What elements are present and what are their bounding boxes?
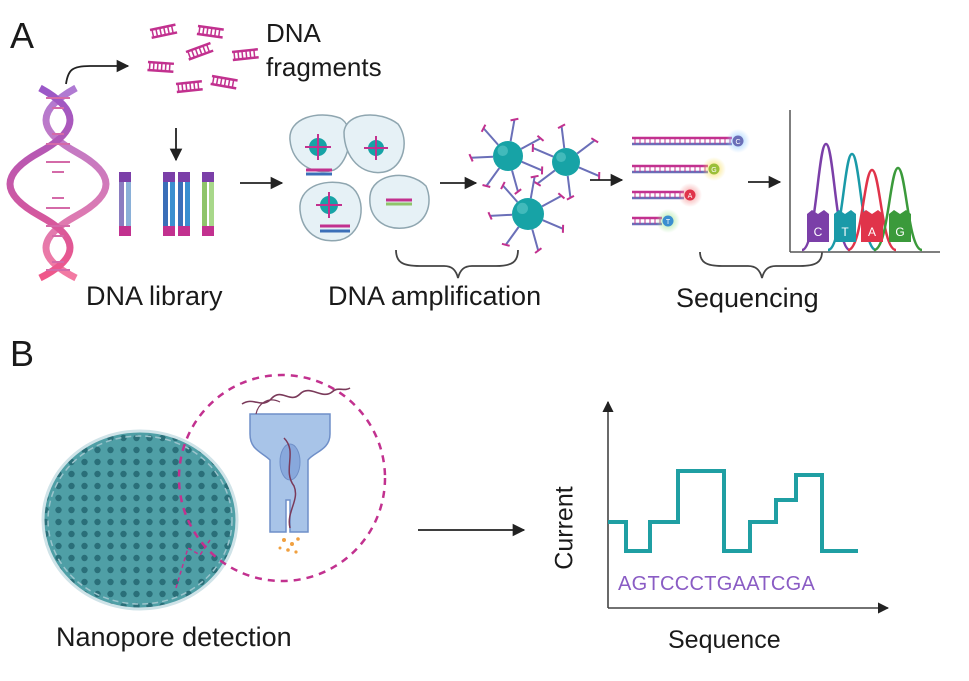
sequencing-tag-label: T (666, 219, 671, 226)
brace-amplification (396, 250, 518, 278)
sequencing-strand: G (632, 157, 726, 181)
base-box-label: G (895, 225, 904, 239)
sequencing-strand: A (632, 183, 702, 207)
panel-label-a: A (10, 18, 34, 54)
sequencing-strands-icon: C G A T (632, 129, 750, 233)
sequencing-tag-label: C (735, 139, 740, 146)
dna-library-icon (119, 172, 214, 236)
nanopore-membrane-icon (43, 431, 237, 609)
panel-label-b: B (10, 336, 34, 372)
amplified-beads-icon (469, 119, 599, 253)
bead (488, 176, 564, 253)
base-box: C (807, 210, 829, 242)
nanopore-protein-icon (242, 388, 350, 554)
dna-fragment (147, 62, 173, 72)
brace-sequencing (700, 252, 822, 278)
bead (533, 124, 600, 199)
plot-sequence-text: AGTCCCTGAATCGA (618, 574, 815, 594)
dna-fragment (211, 76, 238, 88)
label-dna-fragments-line1: DNA (266, 20, 321, 46)
base-box: G (889, 210, 911, 242)
base-box: T (834, 210, 856, 242)
label-nanopore-detection: Nanopore detection (56, 624, 292, 651)
dna-fragment (176, 81, 203, 92)
label-dna-amplification: DNA amplification (328, 283, 541, 310)
sequencing-strand: T (632, 209, 680, 233)
base-box-label: T (841, 225, 849, 239)
sequencing-strand: C (632, 129, 750, 153)
sequencing-tag-label: A (688, 193, 693, 200)
base-box-label: A (868, 225, 876, 239)
bead (469, 119, 543, 194)
dna-double-helix-icon (10, 88, 106, 278)
dna-fragment (186, 43, 213, 59)
dna-fragment (197, 26, 224, 38)
plot-ylabel: Current (553, 486, 578, 569)
plot-xlabel: Sequence (668, 628, 781, 653)
emulsion-droplets-icon (290, 115, 429, 241)
sequencing-tag-label: G (711, 167, 716, 174)
dna-fragment (150, 25, 177, 38)
arrow-to-fragments (66, 66, 128, 84)
base-box-label: C (814, 225, 823, 239)
label-sequencing: Sequencing (676, 285, 819, 312)
dna-fragments-icon (147, 25, 258, 92)
label-dna-fragments-line2: fragments (266, 54, 382, 80)
current-trace (608, 471, 858, 551)
dna-fragment (232, 49, 259, 60)
base-box: A (861, 210, 883, 242)
label-dna-library: DNA library (86, 283, 223, 310)
